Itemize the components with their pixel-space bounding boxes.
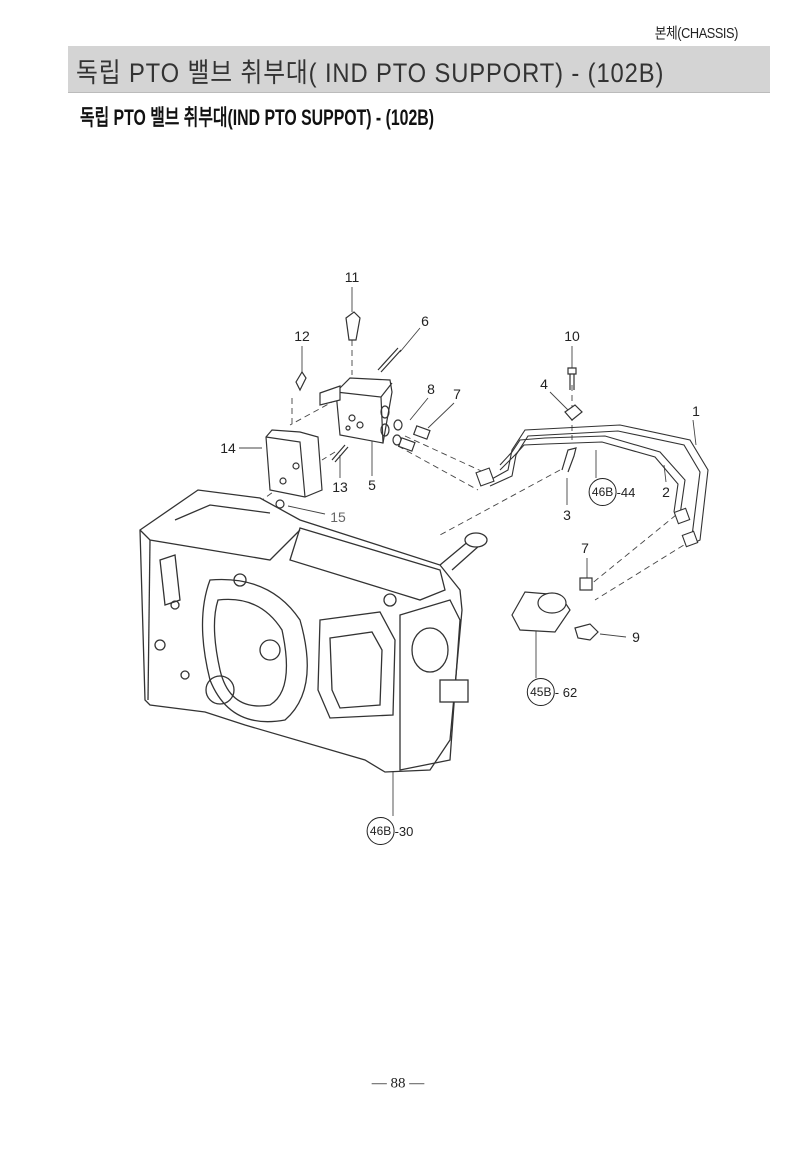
title-banner: 독립 PTO 밸브 취부대( IND PTO SUPPORT) - (102B) — [68, 46, 770, 93]
reference-46b-30: 46B -30 — [366, 817, 414, 845]
fitting — [397, 437, 416, 452]
transmission-housing — [139, 489, 488, 773]
reference-45b-62: 45B - 62 — [526, 678, 578, 706]
callout-9: 9 — [632, 629, 640, 645]
o-ring — [393, 419, 403, 431]
bolt — [331, 444, 349, 463]
callout-13: 13 — [332, 479, 348, 495]
flange-cover — [511, 591, 571, 633]
pipes — [475, 424, 709, 548]
valve-block — [319, 377, 393, 444]
callout-4: 4 — [540, 376, 548, 392]
page-number: — 88 — — [371, 1075, 425, 1092]
callout-8: 8 — [427, 381, 435, 397]
callout-3: 3 — [563, 507, 571, 523]
o-ring — [275, 499, 285, 509]
bolt — [377, 347, 402, 373]
reference-circle: 46B — [366, 817, 395, 845]
callout-14: 14 — [220, 440, 236, 456]
elbow-fitting — [345, 311, 361, 341]
bolt — [567, 367, 577, 390]
callout-10: 10 — [564, 328, 580, 344]
clamp — [561, 447, 577, 473]
callout-7: 7 — [453, 386, 461, 402]
callout-11: 11 — [344, 269, 360, 285]
reference-circle: 45B — [526, 678, 555, 706]
reference-suffix: -30 — [394, 823, 414, 839]
reference-46b-44: 46B -44 — [588, 478, 636, 506]
diagram-subtitle: 독립 PTO 밸브 취부대(IND PTO SUPPOT) - (102B) — [80, 105, 435, 130]
reference-suffix: -44 — [616, 484, 636, 500]
elbow-fitting — [574, 623, 599, 641]
clamp — [564, 404, 583, 421]
leader-lines — [239, 287, 697, 816]
banner-title: 독립 PTO 밸브 취부대( IND PTO SUPPORT) - (102B) — [76, 58, 665, 88]
bolt — [295, 370, 307, 392]
mounting-plate — [265, 429, 323, 498]
section-label: 본체(CHASSIS) — [654, 25, 739, 42]
reference-circle: 46B — [588, 478, 617, 506]
reference-suffix: - 62 — [554, 684, 578, 700]
callout-5: 5 — [368, 477, 376, 493]
callout-12: 12 — [294, 328, 310, 344]
callout-15: 15 — [330, 509, 346, 525]
callout-7: 7 — [581, 540, 589, 556]
callout-2: 2 — [662, 484, 670, 500]
callout-6: 6 — [421, 313, 429, 329]
fitting — [579, 577, 593, 591]
fitting — [412, 425, 431, 440]
callout-1: 1 — [692, 403, 700, 419]
